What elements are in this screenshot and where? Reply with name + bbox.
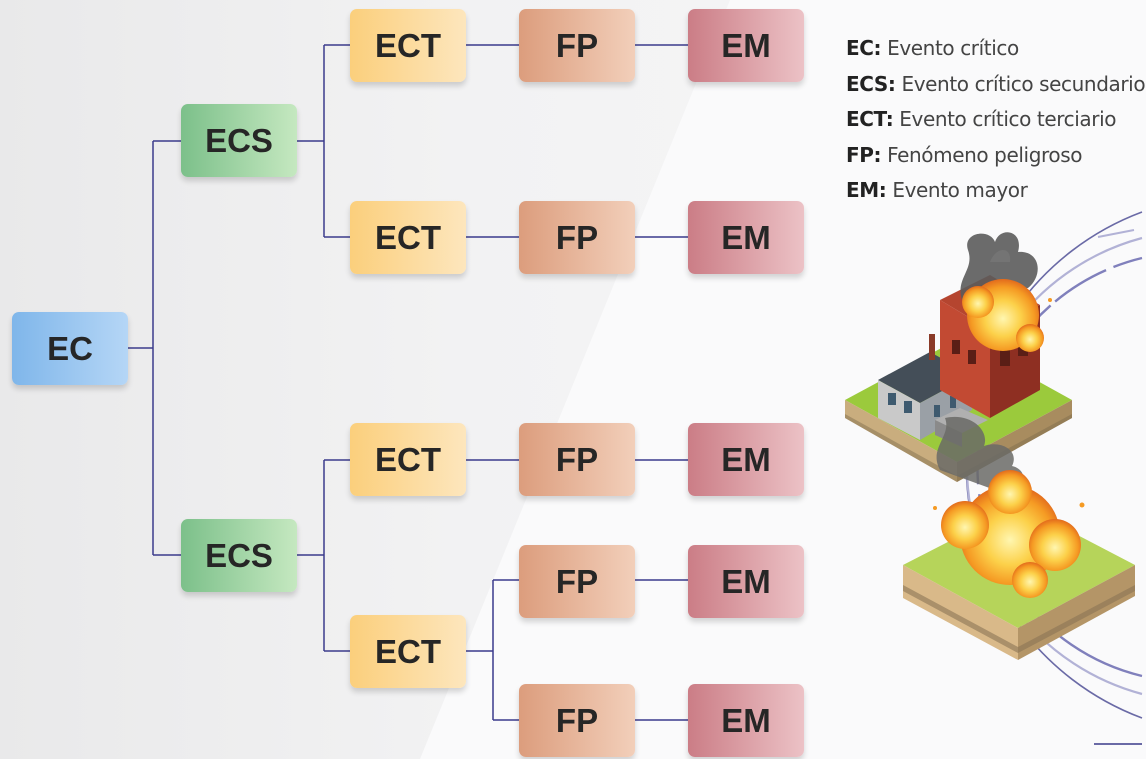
legend-text: Evento crítico xyxy=(887,36,1019,60)
legend-item-ecs: ECS: Evento crítico secundario xyxy=(846,70,1145,106)
legend-abbr: ECT: xyxy=(846,107,893,131)
legend-abbr: EC: xyxy=(846,36,881,60)
node-ect-2: ECT xyxy=(350,201,466,274)
legend-item-ec: EC: Evento crítico xyxy=(846,34,1145,70)
legend-item-fp: FP: Fenómeno peligroso xyxy=(846,141,1145,177)
node-ect-3: ECT xyxy=(350,423,466,496)
legend-abbr: ECS: xyxy=(846,72,896,96)
node-em-3: EM xyxy=(688,423,804,496)
node-ect-1: ECT xyxy=(350,9,466,82)
node-ecs-bottom: ECS xyxy=(181,519,297,592)
legend-item-ect: ECT: Evento crítico terciario xyxy=(846,105,1145,141)
node-ec: EC xyxy=(12,312,128,385)
node-em-2: EM xyxy=(688,201,804,274)
node-fp-1: FP xyxy=(519,9,635,82)
node-ect-4: ECT xyxy=(350,615,466,688)
node-fp-2: FP xyxy=(519,201,635,274)
node-em-4a: EM xyxy=(688,545,804,618)
node-fp-3: FP xyxy=(519,423,635,496)
node-fp-4b: FP xyxy=(519,684,635,757)
node-ecs-top: ECS xyxy=(181,104,297,177)
legend-text: Evento mayor xyxy=(892,178,1027,202)
node-fp-4a: FP xyxy=(519,545,635,618)
legend: EC: Evento crítico ECS: Evento crítico s… xyxy=(846,34,1145,212)
legend-text: Evento crítico secundario xyxy=(901,72,1145,96)
burning-factory-illustration xyxy=(820,200,1146,759)
legend-text: Fenómeno peligroso xyxy=(887,143,1082,167)
legend-abbr: EM: xyxy=(846,178,886,202)
node-em-4b: EM xyxy=(688,684,804,757)
legend-text: Evento crítico terciario xyxy=(899,107,1116,131)
node-em-1: EM xyxy=(688,9,804,82)
legend-abbr: FP: xyxy=(846,143,881,167)
